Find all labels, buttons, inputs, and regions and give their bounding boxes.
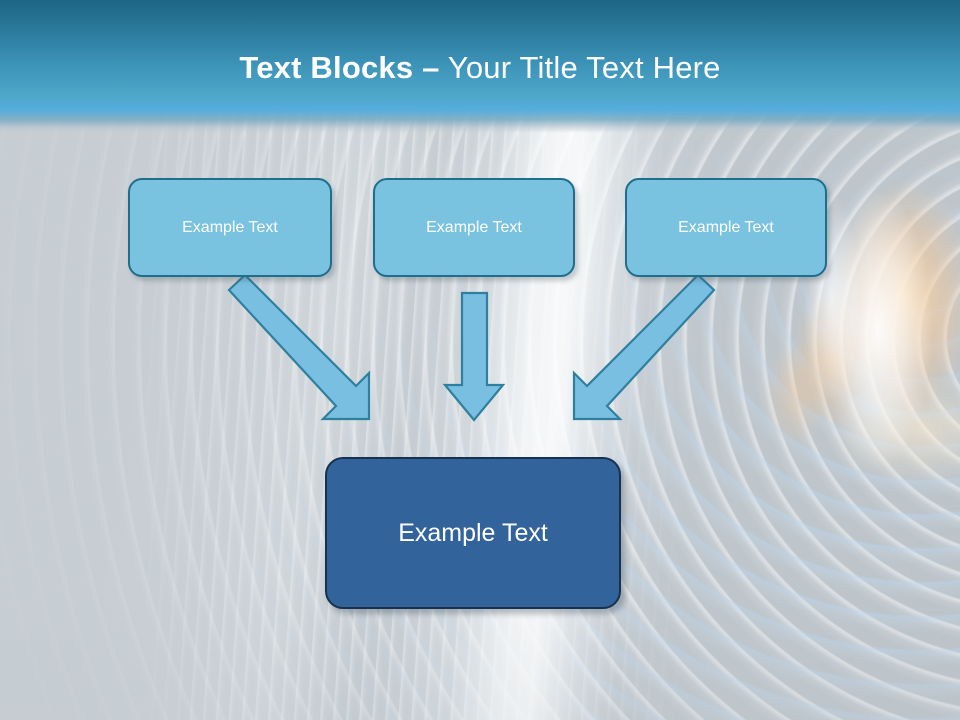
text-block-3[interactable]: Example Text [625, 178, 827, 277]
page-title: Text Blocks – Your Title Text Here [0, 48, 960, 88]
text-block-2-label: Example Text [426, 218, 522, 236]
arrow-left-diagonal-icon [227, 273, 371, 421]
text-block-1[interactable]: Example Text [128, 178, 332, 277]
header-band: Text Blocks – Your Title Text Here [0, 0, 960, 133]
page-title-bold: Text Blocks – [239, 50, 440, 85]
text-block-2[interactable]: Example Text [373, 178, 575, 277]
result-text-block[interactable]: Example Text [325, 457, 621, 609]
text-block-3-label: Example Text [678, 218, 774, 236]
page-title-light: Your Title Text Here [439, 50, 721, 85]
result-text-block-label: Example Text [398, 519, 548, 547]
arrow-right-diagonal-icon [572, 273, 716, 421]
arrow-center-vertical-icon [442, 291, 506, 422]
text-block-1-label: Example Text [182, 218, 278, 236]
